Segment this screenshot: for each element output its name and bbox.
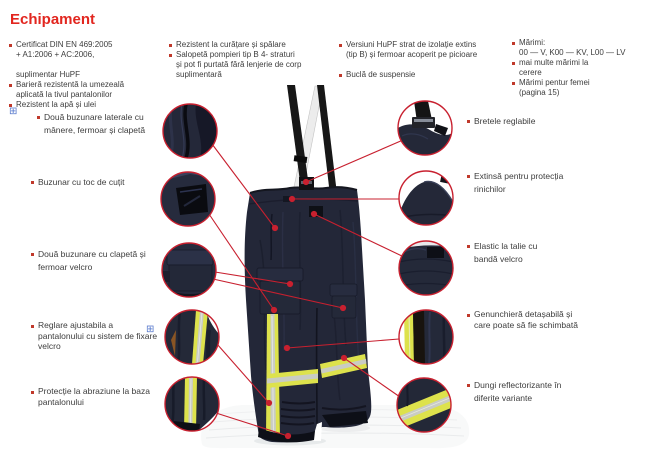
bullet-sizes: Mărimi: 00 — V, K00 — KV, L00 — LV [511,38,645,58]
trousers [244,177,372,443]
callout-kidney-protection: Extinsă pentru protecția rinichilor [466,170,646,196]
detail-circle-flap-pocket [161,242,217,298]
detail-circle-knife-pocket [160,171,216,227]
callout-lateral-pockets: Două buzunare laterale cu mânere, fermoa… [36,111,180,137]
detail-circle-kneepad [398,309,454,365]
top-column-certification: Certificat DIN EN 469:2005 + A1:2006 + A… [8,40,160,110]
bullet-suspension-loop: Buclă de suspensie [338,70,508,80]
bullet-certificate: Certificat DIN EN 469:2005 + A1:2006 + A… [8,40,160,80]
bullet-moisture-barrier: Barieră rezistentă la umezeală aplicată … [8,80,160,100]
bullet-women-sizes: Mărimi pentur femei (pagina 15) [511,78,645,98]
bullet-washable: Rezistent la curățare și spălare [168,40,336,50]
detail-circle-kidney-protection [398,170,454,226]
top-column-sizes: Mărimi: 00 — V, K00 — KV, L00 — LV mai m… [511,38,645,98]
detail-circle-suspender-clip [397,100,453,156]
bullet-overall-type-b: Salopetă pompieri tip B 4- straturi și p… [168,50,336,80]
detail-circle-waist-elastic [398,240,454,296]
bullet-water-oil-resistant: Rezistent la apă și ulei [8,100,160,110]
top-column-versions: Versiuni HuPF strat de izolație extins (… [338,40,508,80]
callout-knife-pocket: Buzunar cu toc de cuțit [30,176,178,189]
page-title: Echipament [10,11,96,28]
bullet-sizes-on-request: mai multe mărimi la cerere [511,58,645,78]
expand-icon[interactable]: ⊞ [9,106,18,117]
callout-connectors [208,139,405,440]
bullet-hupf-versions: Versiuni HuPF strat de izolație extins (… [338,40,508,60]
callout-reflective-stripes: Dungi reflectorizante în diferite varian… [466,379,646,405]
expand-icon[interactable]: ⊞ [146,324,155,335]
callout-suspenders: Bretele reglabile [466,115,646,128]
callout-abrasion-protection: Protecție la abraziune la baza pantalonu… [30,386,178,407]
callout-flap-pockets: Două buzunare cu clapetă și fermoar velc… [30,248,178,274]
callout-adjustment: Reglare ajustabila a pantalonului cu sis… [30,320,176,352]
callout-kneepad: Genunchieră detașabilă și care poate să … [466,309,646,330]
callout-waist-elastic: Elastic la talie cu bandă velcro [466,240,646,266]
top-column-care: Rezistent la curățare și spălare Salopet… [168,40,336,80]
detail-circle-reflective-stripes [396,377,452,433]
detail-circle-hem-protection [164,376,220,432]
